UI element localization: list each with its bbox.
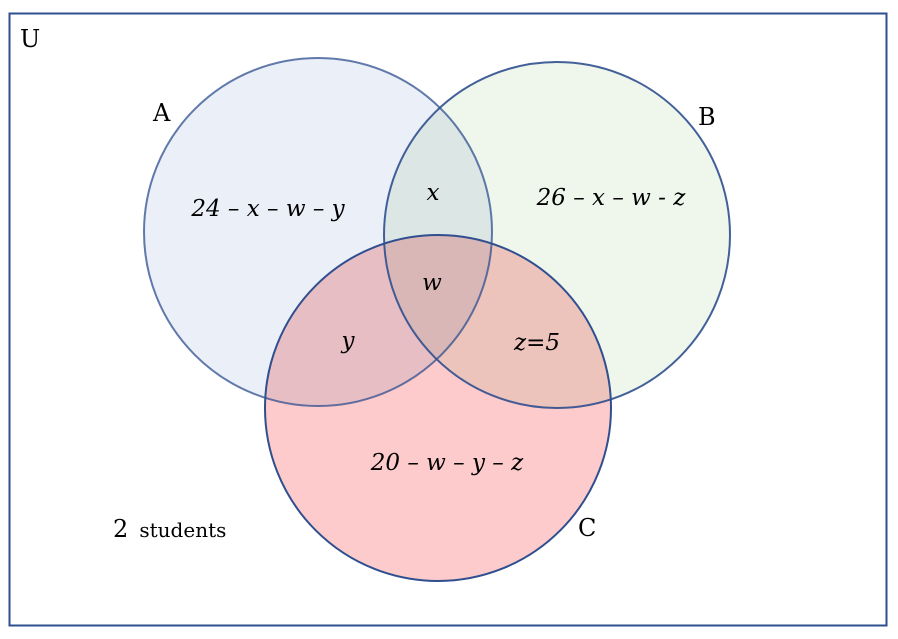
set-b-circle	[383, 61, 731, 409]
set-a-circle	[143, 57, 493, 407]
set-a-label: A	[152, 99, 171, 127]
region-bc: z=5	[513, 330, 560, 356]
set-c-circle	[264, 234, 612, 582]
region-c-only: 20 – w – y – z	[370, 450, 524, 476]
set-c-fill	[265, 235, 611, 581]
outside-unit: students	[139, 518, 226, 542]
region-ab: x	[427, 180, 440, 206]
outside-count: 2 students	[113, 515, 226, 543]
region-abc: w	[422, 270, 442, 296]
universe-label: U	[20, 25, 40, 53]
set-b-label: B	[698, 103, 716, 131]
region-a-only: 24 – x – w – y	[190, 196, 345, 222]
region-b-only: 26 – x – w - z	[536, 185, 687, 211]
region-ac: y	[341, 328, 356, 354]
outside-number: 2	[113, 515, 128, 543]
set-c-label: C	[578, 514, 596, 542]
